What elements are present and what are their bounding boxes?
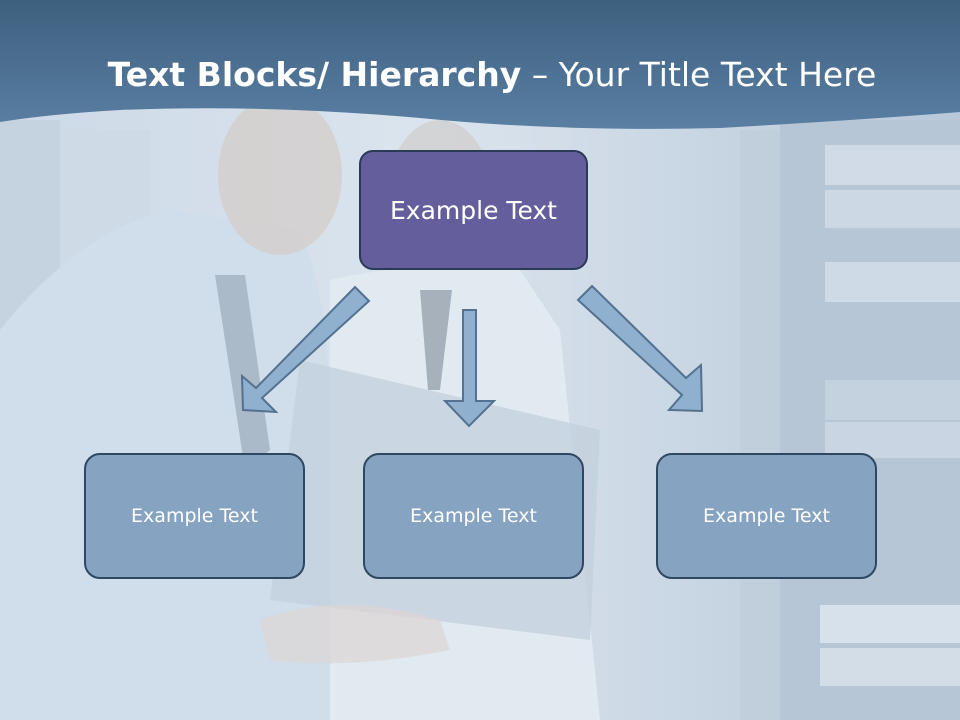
title-dash: – — [521, 55, 559, 94]
hierarchy-child-box-3: Example Text — [656, 453, 877, 579]
hierarchy-child-box-1: Example Text — [84, 453, 305, 579]
slide-title: Text Blocks/ Hierarchy – Your Title Text… — [0, 52, 960, 98]
title-light: Your Title Text Here — [558, 55, 877, 94]
hierarchy-child-label-3: Example Text — [703, 505, 830, 527]
hierarchy-child-label-2: Example Text — [410, 505, 537, 527]
header-band — [0, 0, 960, 129]
arrow-left — [240, 285, 371, 414]
hierarchy-child-box-2: Example Text — [363, 453, 584, 579]
hierarchy-child-label-1: Example Text — [131, 505, 258, 527]
title-bold: Text Blocks/ Hierarchy — [107, 55, 522, 94]
hierarchy-top-box: Example Text — [359, 150, 588, 270]
hierarchy-top-label: Example Text — [390, 195, 557, 225]
arrow-center — [442, 309, 497, 428]
arrow-right — [576, 284, 704, 413]
